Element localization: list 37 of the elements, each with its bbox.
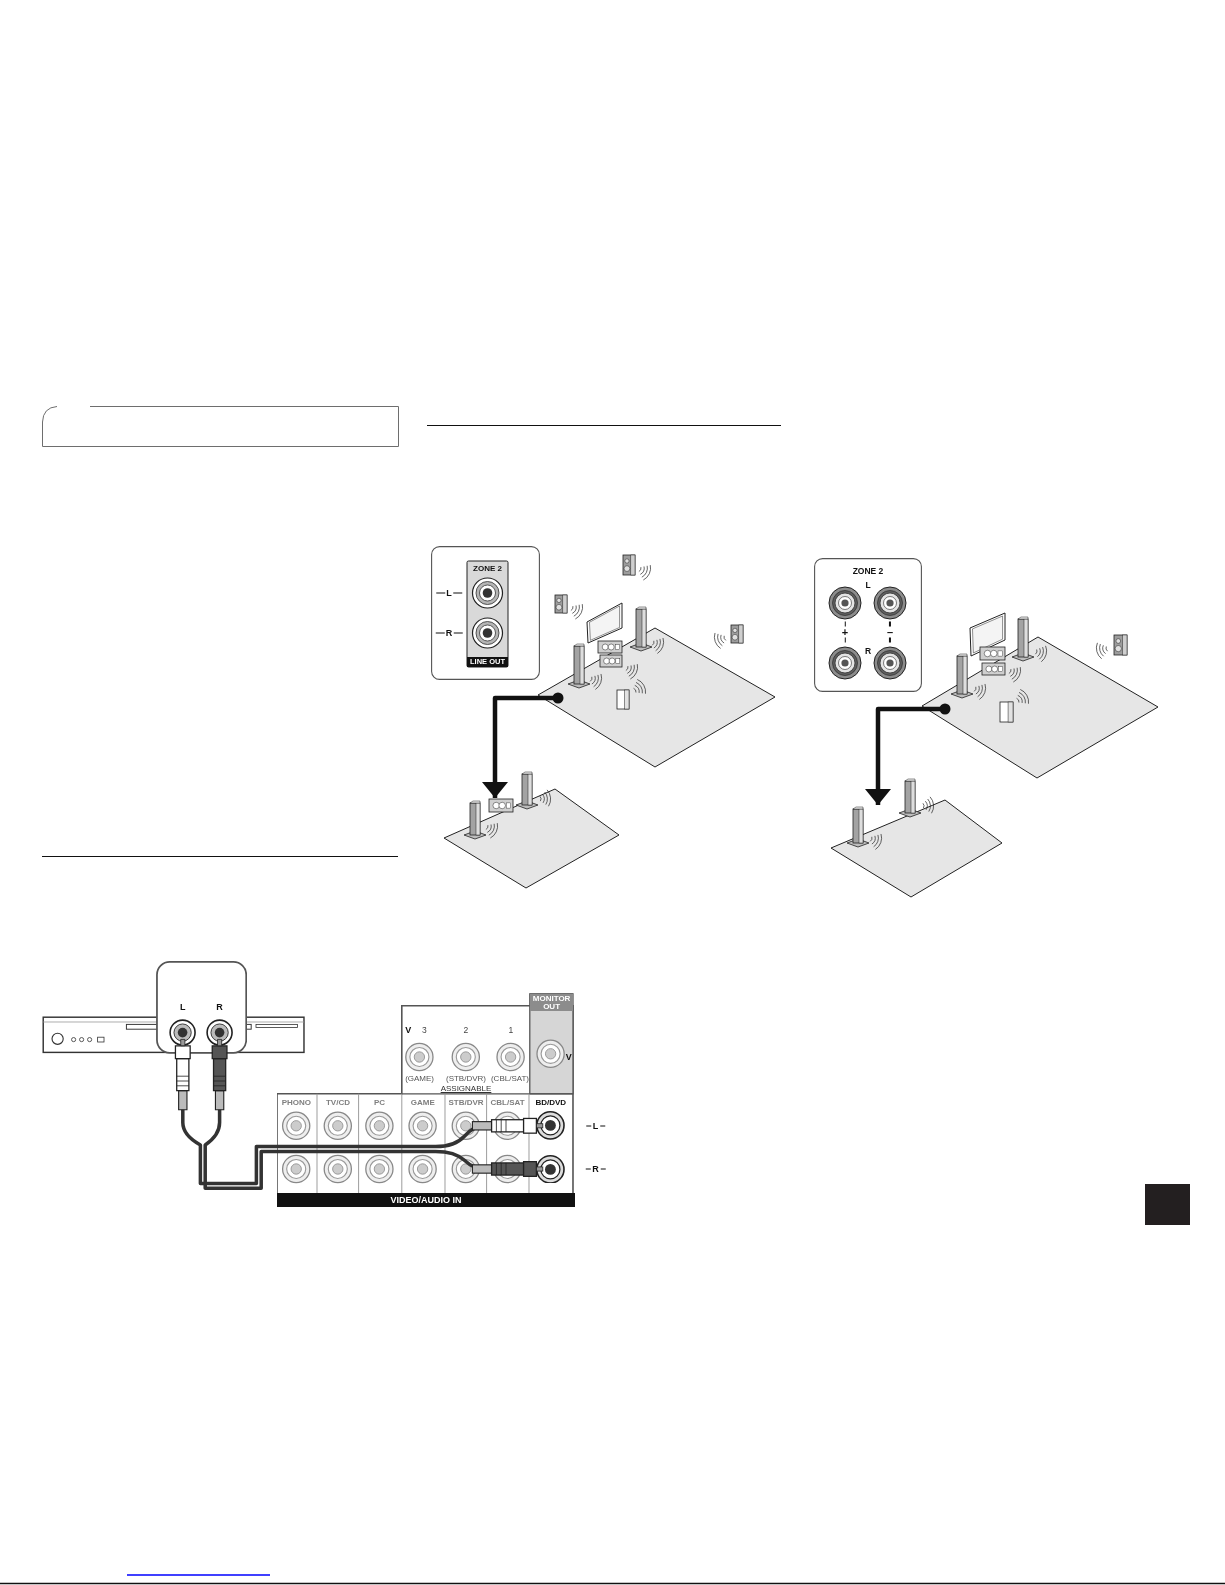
row-label: V bbox=[565, 1052, 572, 1062]
jack-label: (GAME) bbox=[405, 1075, 434, 1084]
polarity-sign: – bbox=[886, 621, 894, 643]
input-label: BD/DVD bbox=[535, 1098, 567, 1107]
channel-label: R bbox=[216, 1002, 223, 1012]
panel-heading: ZONE 2 bbox=[473, 565, 502, 573]
rca-jack bbox=[536, 1111, 566, 1141]
arrow bbox=[482, 692, 564, 798]
input-label: GAME bbox=[410, 1098, 435, 1107]
channel-label: L bbox=[434, 588, 464, 598]
jack-number: 3 bbox=[422, 1025, 427, 1035]
row-label: V bbox=[405, 1025, 412, 1035]
channel-label: L bbox=[865, 580, 871, 590]
inset-panel bbox=[814, 558, 922, 692]
input-label: TV/CD bbox=[326, 1098, 350, 1107]
polarity-sign: + bbox=[841, 621, 849, 643]
input-label: CBL/SAT bbox=[490, 1098, 525, 1107]
channel-label: R bbox=[864, 646, 872, 656]
channel-label: L bbox=[584, 1121, 607, 1131]
receiver-rear-panel bbox=[277, 993, 575, 1208]
jack-number: 2 bbox=[463, 1025, 469, 1035]
inset-panel bbox=[431, 546, 540, 680]
jack-label: (STB/DVR) bbox=[446, 1075, 486, 1084]
input-label: PC bbox=[374, 1098, 386, 1107]
input-label: STB/DVR bbox=[448, 1098, 484, 1107]
channel-label: R bbox=[433, 628, 465, 638]
input-label: PHONO bbox=[281, 1098, 312, 1107]
jack-label: (CBL/SAT) bbox=[490, 1075, 529, 1084]
panel-heading: ZONE 2 bbox=[852, 566, 884, 576]
assignable-tag: ASSIGNABLE bbox=[440, 1084, 492, 1093]
arrow bbox=[865, 703, 951, 805]
jack-number: 1 bbox=[508, 1025, 514, 1035]
channel-label: R bbox=[584, 1164, 607, 1174]
rca-jack bbox=[536, 1154, 566, 1184]
section-band: VIDEO/AUDIO IN bbox=[277, 1193, 575, 1208]
inset-panel bbox=[155, 961, 247, 1054]
channel-label: L bbox=[180, 1002, 186, 1012]
